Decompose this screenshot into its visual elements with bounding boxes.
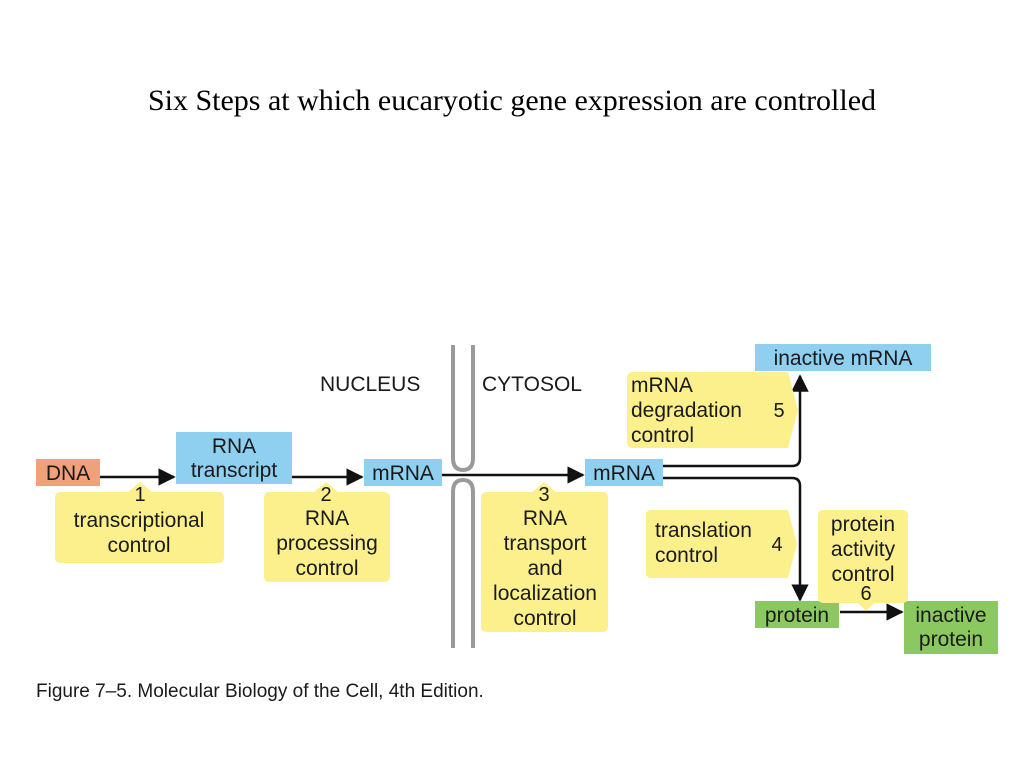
nuclear-membrane-upper xyxy=(451,345,475,473)
inactive-protein-label-1: inactive xyxy=(915,604,986,627)
step-1-label-1: transcriptional xyxy=(74,509,205,532)
rna-transcript-label-2: transcript xyxy=(191,459,278,482)
step-3-label-1: RNA xyxy=(523,507,567,530)
step-4-label-1: translation xyxy=(655,519,752,542)
step-5-mrna-degradation-control: mRNA degradation control 5 xyxy=(627,372,798,448)
pathway-arrows xyxy=(100,374,904,621)
step-6-number: 6 xyxy=(860,583,871,605)
slide-title: Six Steps at which eucaryotic gene expre… xyxy=(147,84,877,117)
step-3-label-2: transport xyxy=(504,532,587,555)
cytosol-label: CYTOSOL xyxy=(482,373,582,396)
inactive-protein-label-2: protein xyxy=(919,628,983,651)
step-6-label-2: activity xyxy=(831,538,896,561)
step-5-label-3: control xyxy=(631,424,694,447)
step-6-label-1: protein xyxy=(831,513,895,536)
step-2-label-3: control xyxy=(295,557,358,580)
box-rna-transcript: RNA transcript xyxy=(176,432,292,484)
step-3-rna-transport-control: 3 RNA transport and localization control xyxy=(481,482,608,632)
step-6-protein-activity-control: protein activity control 6 xyxy=(818,510,908,611)
box-inactive-protein: inactive protein xyxy=(904,601,998,654)
box-protein: protein xyxy=(755,601,839,628)
step-3-number: 3 xyxy=(538,484,549,506)
figure-caption: Figure 7–5. Molecular Biology of the Cel… xyxy=(36,681,484,702)
step-3-label-5: control xyxy=(513,607,576,630)
arrow-to-protein xyxy=(663,476,809,602)
step-1-transcriptional-control: 1 transcriptional control xyxy=(55,482,224,563)
step-1-label-2: control xyxy=(107,534,170,557)
box-dna: DNA xyxy=(36,459,100,486)
step-2-label-2: processing xyxy=(276,532,378,555)
rna-transcript-label-1: RNA xyxy=(212,435,256,458)
arrow-to-inactive-mrna xyxy=(663,374,809,468)
step-5-label-2: degradation xyxy=(631,399,742,422)
nuclear-membrane-lower xyxy=(451,477,475,648)
step-1-number: 1 xyxy=(134,484,145,506)
nuclear-envelope xyxy=(451,345,475,648)
mrna-nucleus-label: mRNA xyxy=(372,462,434,485)
step-5-number: 5 xyxy=(773,400,784,422)
step-2-label-1: RNA xyxy=(305,507,349,530)
step-2-rna-processing-control: 2 RNA processing control xyxy=(264,482,390,582)
nucleus-label: NUCLEUS xyxy=(320,373,420,396)
box-mrna-cytosol: mRNA xyxy=(585,459,663,486)
step-4-translation-control: translation control 4 xyxy=(646,510,797,578)
protein-label: protein xyxy=(765,604,829,627)
mrna-cytosol-label: mRNA xyxy=(593,462,655,485)
step-5-label-1: mRNA xyxy=(631,374,693,397)
dna-label: DNA xyxy=(46,462,90,485)
step-4-number: 4 xyxy=(771,534,782,556)
box-inactive-mrna: inactive mRNA xyxy=(755,344,931,371)
inactive-mrna-label: inactive mRNA xyxy=(774,347,913,370)
step-3-label-4: localization xyxy=(493,582,597,605)
step-4-label-2: control xyxy=(655,544,718,567)
box-mrna-nucleus: mRNA xyxy=(364,459,442,486)
step-6-label-3: control xyxy=(831,563,894,586)
step-2-number: 2 xyxy=(320,484,331,506)
step-3-label-3: and xyxy=(527,557,562,580)
